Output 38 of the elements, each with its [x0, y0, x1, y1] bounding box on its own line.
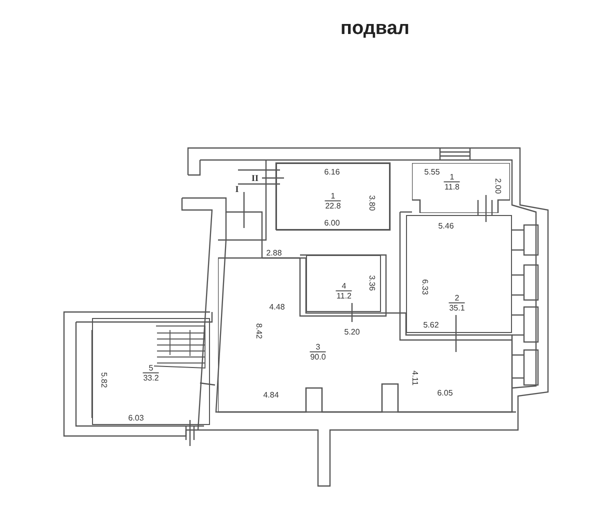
- dimension-label: 6.00: [324, 218, 340, 228]
- dimension-label: 4.11: [410, 370, 420, 386]
- dimension-label: 3.80: [368, 195, 376, 211]
- room: [92, 318, 210, 425]
- dimension-label: 4.84: [263, 390, 279, 400]
- dimension-label: 3.36: [368, 275, 376, 291]
- room-number: 1: [324, 191, 342, 202]
- dimension-label: 5.82: [100, 372, 108, 388]
- room-area: 35.1: [449, 304, 465, 313]
- room: [412, 163, 510, 213]
- room-area: 22.8: [325, 202, 341, 211]
- dimension-label: 5.55: [424, 168, 440, 176]
- dimension-label: 6.03: [128, 414, 144, 422]
- room-number: 5: [142, 363, 160, 374]
- dimension-label: 5.20: [344, 328, 360, 336]
- dimension-label: 6.33: [420, 279, 430, 295]
- room: [406, 215, 512, 333]
- room: [306, 255, 381, 312]
- room-area: 11.8: [444, 182, 460, 192]
- dimension-label: 6.16: [324, 168, 340, 176]
- dimension-label: 2.00: [494, 178, 502, 194]
- section-mark: I: [235, 184, 239, 194]
- room-number: 2: [448, 293, 466, 304]
- room-number: 4: [336, 281, 352, 292]
- dimension-label: 4.48: [269, 302, 285, 312]
- section-mark: II: [252, 173, 258, 183]
- dimension-label: 5.46: [438, 222, 454, 230]
- room-area: 33.2: [143, 374, 159, 383]
- dimension-label: 2.88: [266, 248, 282, 258]
- room-number: 3: [310, 342, 326, 352]
- dimension-label: 6.05: [437, 388, 453, 398]
- room: [276, 163, 390, 230]
- plan-title: подвал: [340, 18, 410, 40]
- dimension-label: 8.42: [254, 323, 264, 339]
- room-number: 1: [444, 172, 460, 182]
- room-area: 90.0: [310, 352, 326, 362]
- room-area: 11.2: [336, 292, 352, 301]
- dimension-label: 5.62: [423, 320, 439, 330]
